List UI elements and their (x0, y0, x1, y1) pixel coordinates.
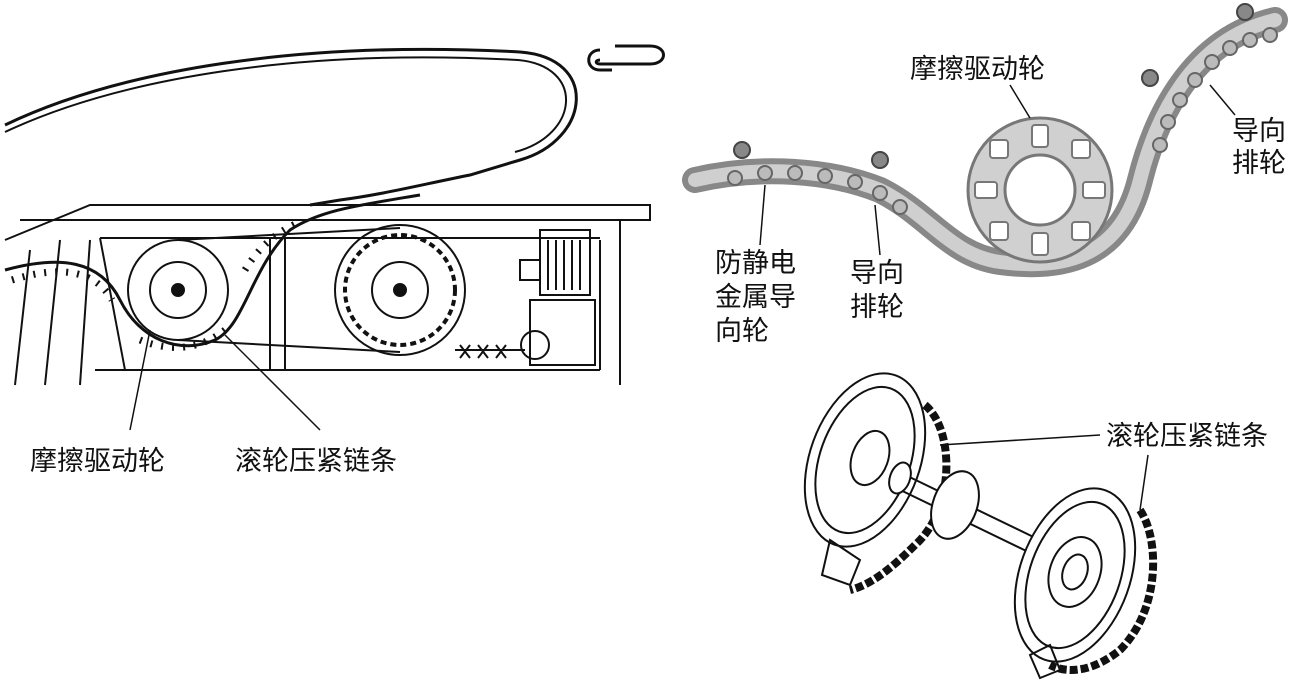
truss-frame-left (99, 237, 126, 371)
guide-wheels-right (1152, 27, 1278, 153)
gear-wheel-teeth (343, 233, 457, 347)
right-wheel-bracket (1028, 643, 1062, 680)
leader-tr-guide-mid (874, 204, 881, 256)
truss-diag-3 (79, 239, 91, 386)
truss-top-line (4, 204, 651, 241)
gear-wheel-outer (334, 224, 466, 356)
left-wheel-chain (848, 401, 951, 594)
tr-label-antistatic-1: 防静电 (715, 248, 796, 279)
chain-dots-lower (138, 327, 228, 351)
handrail-drive-diagram (4, 44, 665, 431)
chain-dots-left (10, 268, 116, 302)
friction-drive-wheel-hub (171, 283, 185, 297)
left-label-drive-wheel: 摩擦驱动轮 (30, 446, 165, 477)
leader-drive-wheel (129, 329, 151, 431)
tr-label-antistatic-3: 向轮 (715, 316, 769, 347)
leader-roller-chain (224, 334, 321, 431)
friction-drive-wheel-inner (149, 261, 207, 319)
axle-collar (930, 470, 980, 540)
left-label-roller-chain: 滚轮压紧链条 (235, 446, 397, 477)
leader-tr-drive-wheel (1009, 84, 1031, 119)
motor-fins (547, 240, 581, 290)
left-wheel-outer (803, 372, 927, 548)
tr-label-antistatic-2: 金属导 (715, 282, 796, 313)
friction-drive-wheel-spokes (974, 124, 1106, 256)
handrail-section-icon (587, 44, 665, 72)
guide-wheels-left (727, 165, 908, 215)
right-wheel-outer (1013, 487, 1137, 663)
right-wheel-hub (1061, 553, 1089, 591)
left-wheel-bracket (820, 538, 862, 587)
right-wheel-hub-outer (1047, 536, 1103, 608)
leader-br-chain-1 (939, 434, 1101, 446)
antistatic-wheels (733, 141, 889, 169)
handrail-belt-path (4, 193, 421, 348)
tr-label-guide-right-2: 排轮 (1232, 148, 1286, 179)
truss-diag-2 (44, 239, 61, 386)
gearbox-pulley (520, 330, 550, 360)
leader-br-chain-2 (1139, 454, 1149, 511)
handrail-upper-curve (4, 47, 578, 207)
tr-label-guide-mid-1: 导向 (850, 258, 904, 289)
guide-wheel-diagram (682, 3, 1288, 278)
tr-label-drive-wheel: 摩擦驱动轮 (910, 54, 1045, 85)
wheel-axle-assembly (803, 372, 1158, 680)
friction-drive-wheel-big-inner (1003, 153, 1077, 227)
gear-wheel-hub (393, 283, 407, 297)
leader-tr-guide-right (1209, 84, 1236, 116)
truss-diag-1 (14, 249, 31, 386)
left-wheel-hub (849, 429, 891, 487)
tension-chain-x (455, 344, 525, 359)
leader-tr-antistatic (759, 184, 766, 246)
handrail-upper-curve-inner (4, 56, 567, 153)
drive-belt-top (177, 227, 401, 241)
gear-wheel-inner (371, 261, 429, 319)
tr-label-guide-mid-2: 排轮 (850, 292, 904, 323)
motor-base (519, 259, 541, 281)
br-label-roller-chain: 滚轮压紧链条 (1106, 421, 1268, 452)
antistatic-wheels-right (1141, 3, 1254, 87)
right-wheel-chain (1048, 507, 1158, 674)
tr-label-guide-right-1: 导向 (1232, 116, 1286, 147)
drive-belt-bottom (177, 339, 401, 353)
axle-bearing-left (888, 461, 912, 495)
